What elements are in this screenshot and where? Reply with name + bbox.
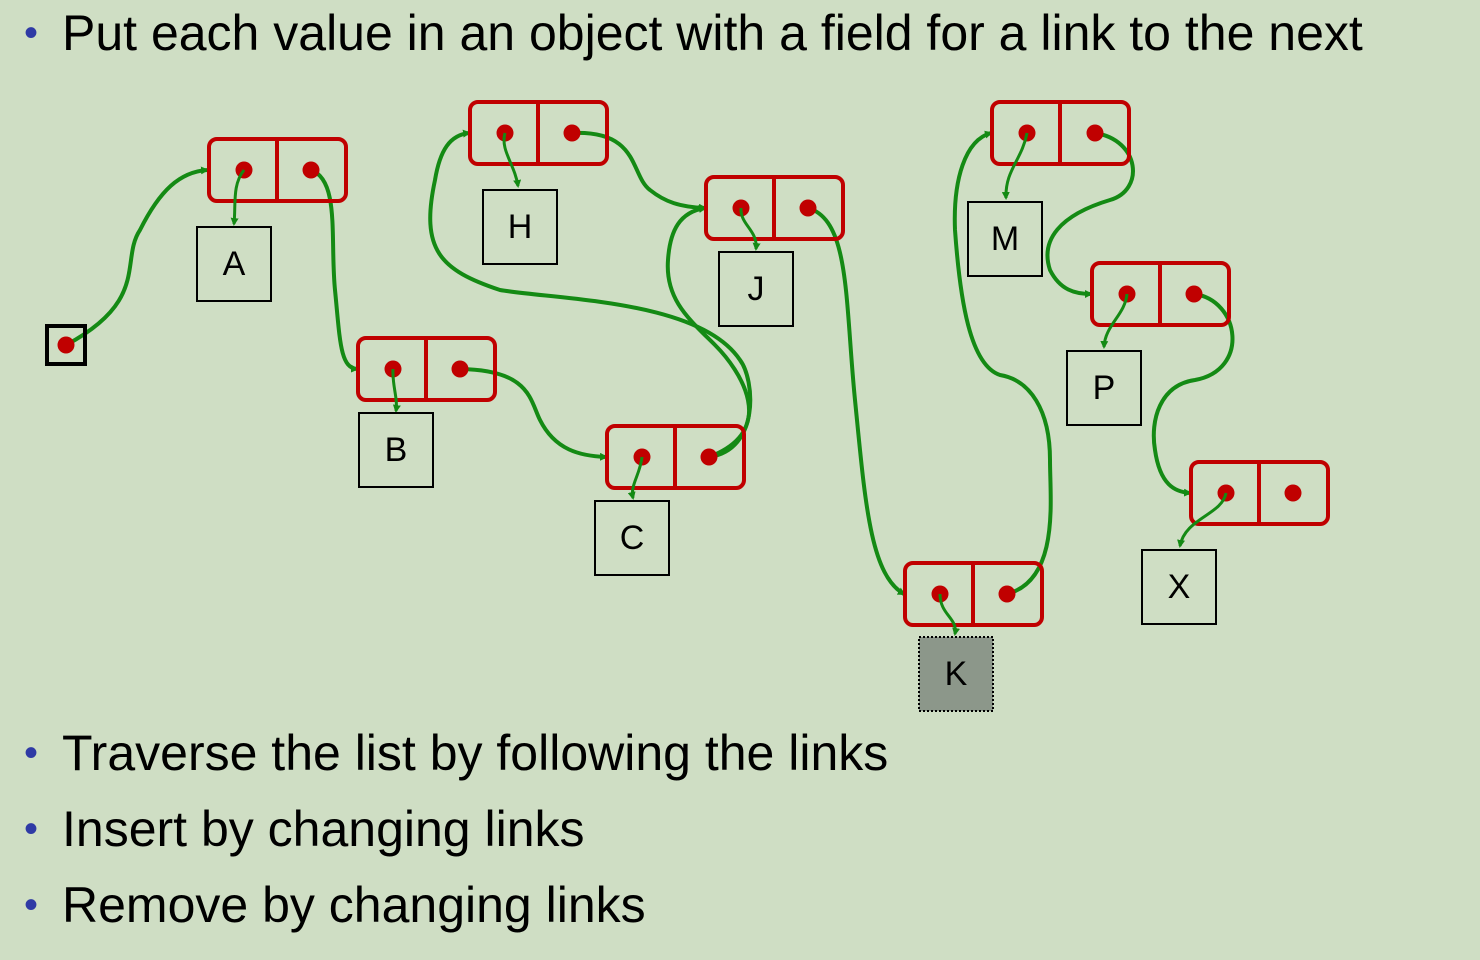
list-node-x: X bbox=[1141, 460, 1330, 625]
bullet-item-top: • Put each value in an object with a fie… bbox=[16, 8, 1363, 58]
value-k: K bbox=[945, 655, 968, 693]
list-node-c: C bbox=[594, 424, 746, 576]
bullet-item-traverse: • Traverse the list by following the lin… bbox=[16, 728, 888, 778]
bullet-item-insert: • Insert by changing links bbox=[16, 804, 585, 854]
link-c-to-h bbox=[428, 129, 753, 459]
list-node-h: H bbox=[468, 100, 609, 265]
link-removed-c-to-j bbox=[665, 205, 752, 459]
bullet-text-traverse: Traverse the list by following the links bbox=[62, 725, 889, 781]
bullet-text-top: Put each value in an object with a field… bbox=[62, 5, 1363, 61]
value-j: J bbox=[748, 270, 765, 308]
list-node-j: J bbox=[704, 175, 845, 327]
head-pointer bbox=[45, 324, 87, 366]
link-p-to-x bbox=[1151, 292, 1235, 497]
value-a: A bbox=[223, 245, 246, 283]
list-node-b: B bbox=[356, 336, 497, 488]
link-k-to-m bbox=[952, 130, 1053, 596]
bullet-text-remove: Remove by changing links bbox=[62, 877, 646, 933]
link-b-to-c bbox=[459, 367, 608, 461]
list-node-k: K bbox=[903, 561, 1044, 712]
bullet-item-remove: • Remove by changing links bbox=[16, 880, 646, 930]
value-x: X bbox=[1168, 568, 1191, 606]
link-h-to-j bbox=[571, 130, 707, 212]
bullet-icon: • bbox=[23, 731, 38, 775]
bullet-icon: • bbox=[23, 807, 38, 851]
value-c: C bbox=[620, 519, 645, 557]
bullet-text-insert: Insert by changing links bbox=[62, 801, 585, 857]
value-p: P bbox=[1093, 369, 1116, 407]
links bbox=[65, 129, 1235, 596]
value-b: B bbox=[385, 431, 408, 469]
bullet-icon: • bbox=[23, 883, 38, 927]
bullet-icon: • bbox=[23, 11, 38, 55]
list-node-p: P bbox=[1066, 261, 1231, 426]
link-j-to-k bbox=[807, 206, 906, 596]
link-head-to-a bbox=[65, 166, 209, 347]
value-m: M bbox=[991, 220, 1019, 258]
link-m-to-p bbox=[1045, 131, 1135, 298]
list-node-a: A bbox=[196, 137, 348, 302]
list-node-m: M bbox=[967, 100, 1131, 277]
value-h: H bbox=[508, 208, 533, 246]
link-a-to-b bbox=[310, 168, 359, 373]
